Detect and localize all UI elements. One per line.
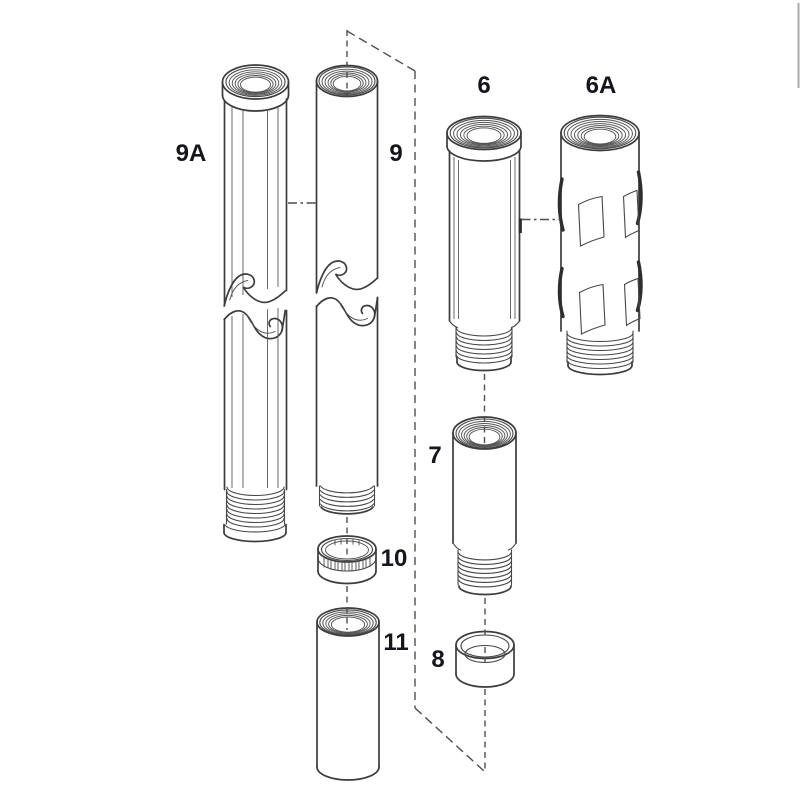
castellation-slots (323, 557, 371, 572)
part-label-9a: 9A (176, 140, 207, 167)
tube-break-icon (223, 273, 287, 340)
window-cutout (578, 283, 606, 335)
part-10 (317, 535, 377, 585)
part-label-8: 8 (431, 646, 444, 673)
part-label-10: 10 (381, 545, 408, 572)
leader-bottom-diagonal (414, 707, 485, 772)
part-labels: 9A 9 6 6A 7 10 11 8 (176, 72, 617, 673)
part-6 (446, 115, 522, 372)
part-label-6: 6 (477, 72, 490, 99)
construction-lines (288, 30, 560, 772)
window-cutout (622, 189, 640, 239)
leader-top-diagonal (346, 30, 416, 72)
part-9a (221, 64, 290, 543)
part-label-11: 11 (383, 629, 408, 656)
part-label-7: 7 (428, 442, 441, 469)
spring-tab-icon (557, 177, 565, 232)
part-9 (315, 64, 379, 515)
part-11 (316, 607, 380, 781)
tube-break-icon (315, 260, 379, 327)
spring-tab-icon (635, 260, 643, 313)
part-6a (557, 114, 643, 376)
part-label-6a: 6A (586, 72, 617, 99)
window-cutout (623, 277, 641, 327)
part-7 (452, 416, 517, 596)
spring-tab-icon (557, 266, 565, 319)
window-cutout (577, 195, 605, 247)
part-label-9: 9 (389, 140, 402, 167)
